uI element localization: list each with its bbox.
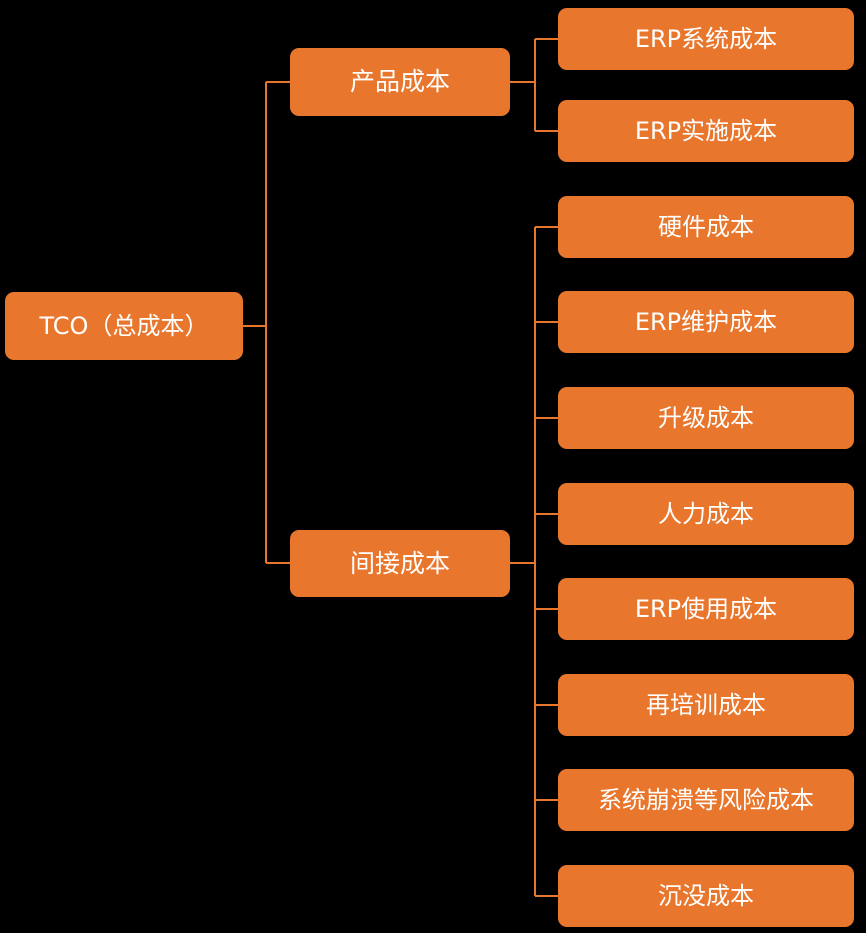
node-erp-usage-cost: ERP使用成本 (558, 578, 854, 640)
node-system-crash-risk-cost-label: 系统崩溃等风险成本 (598, 785, 814, 814)
node-indirect-cost: 间接成本 (290, 530, 510, 597)
node-sunk-cost-label: 沉没成本 (658, 881, 754, 910)
node-product-cost: 产品成本 (290, 48, 510, 116)
indirect-cost-connector (510, 226, 558, 897)
product-cost-connector (510, 38, 558, 132)
node-retraining-cost: 再培训成本 (558, 674, 854, 736)
node-erp-implementation-cost: ERP实施成本 (558, 100, 854, 162)
node-tco-root: TCO（总成本） (5, 292, 243, 360)
node-labor-cost-label: 人力成本 (658, 499, 754, 528)
node-product-cost-label: 产品成本 (349, 67, 450, 97)
node-tco-root-label: TCO（总成本） (39, 311, 209, 340)
node-erp-usage-cost-label: ERP使用成本 (634, 594, 778, 623)
node-sunk-cost: 沉没成本 (558, 865, 854, 927)
node-labor-cost: 人力成本 (558, 483, 854, 545)
node-indirect-cost-label: 间接成本 (349, 548, 450, 578)
node-system-crash-risk-cost: 系统崩溃等风险成本 (558, 769, 854, 831)
node-upgrade-cost: 升级成本 (558, 387, 854, 449)
node-upgrade-cost-label: 升级成本 (658, 403, 754, 432)
root-branch-connector (243, 81, 290, 564)
node-hardware-cost: 硬件成本 (558, 196, 854, 258)
node-hardware-cost-label: 硬件成本 (658, 212, 754, 241)
node-erp-maintenance-cost-label: ERP维护成本 (634, 307, 778, 336)
node-retraining-cost-label: 再培训成本 (646, 690, 766, 719)
node-erp-implementation-cost-label: ERP实施成本 (634, 116, 778, 145)
node-erp-system-cost-label: ERP系统成本 (634, 24, 778, 53)
node-erp-maintenance-cost: ERP维护成本 (558, 291, 854, 353)
node-erp-system-cost: ERP系统成本 (558, 8, 854, 70)
